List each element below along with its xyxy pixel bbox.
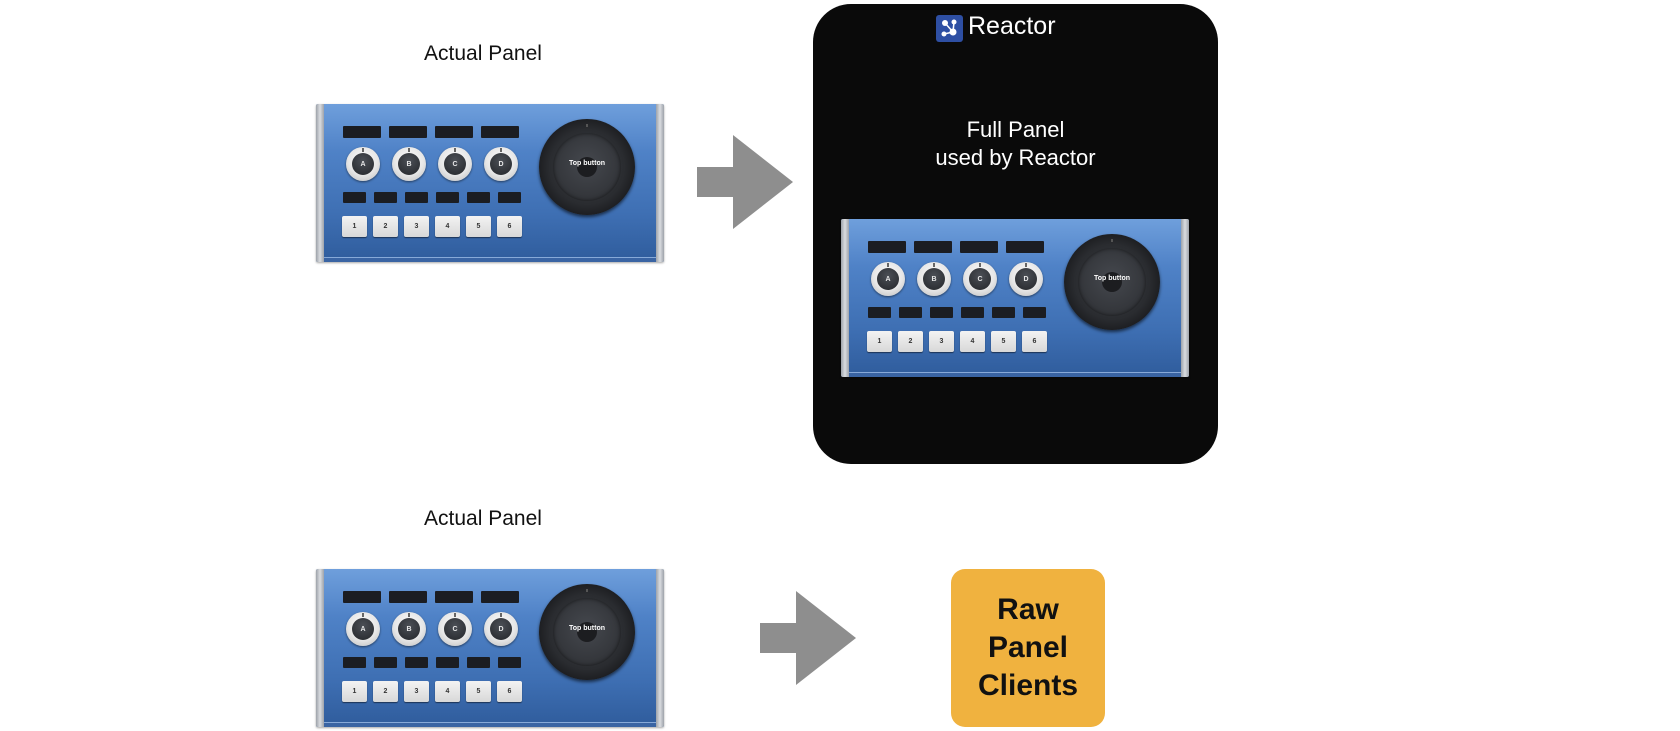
key-3[interactable]: 3 [404, 681, 429, 702]
knob-a[interactable]: A [871, 262, 905, 296]
knob-c-label: C [444, 618, 466, 640]
key-1[interactable]: 1 [342, 216, 367, 237]
display-1 [343, 126, 381, 138]
raw-line-3: Clients [977, 669, 1079, 702]
panel-actual-top: A B C D 1 2 3 4 5 6 Top button [316, 104, 664, 262]
arrow-right-icon-bottom [760, 591, 856, 685]
key-2[interactable]: 2 [373, 681, 398, 702]
small-display-3 [405, 192, 428, 203]
knob-c[interactable]: C [438, 612, 472, 646]
reactor-title: Reactor [968, 12, 1056, 40]
knob-d[interactable]: D [484, 147, 518, 181]
reactor-line-1: Full Panel [966, 117, 1065, 142]
reactor-logo-icon [936, 15, 963, 42]
key-3[interactable]: 3 [404, 216, 429, 237]
knob-d[interactable]: D [1009, 262, 1043, 296]
small-display-2 [899, 307, 922, 318]
key-4[interactable]: 4 [435, 216, 460, 237]
knob-c-label: C [969, 268, 991, 290]
knob-a-label: A [352, 618, 374, 640]
small-display-4 [436, 192, 459, 203]
knob-a[interactable]: A [346, 147, 380, 181]
key-1[interactable]: 1 [342, 681, 367, 702]
jog-wheel[interactable]: Top button [539, 119, 635, 215]
knob-b[interactable]: B [392, 612, 426, 646]
key-2[interactable]: 2 [373, 216, 398, 237]
knob-a-label: A [352, 153, 374, 175]
small-display-4 [961, 307, 984, 318]
panel-actual-bottom: A B C D 1 2 3 4 5 6 Top button [316, 569, 664, 727]
key-6[interactable]: 6 [497, 681, 522, 702]
caption-actual-panel-top: Actual Panel [424, 42, 542, 65]
raw-line-2: Panel [987, 631, 1069, 664]
knob-b-label: B [923, 268, 945, 290]
key-3[interactable]: 3 [929, 331, 954, 352]
key-4[interactable]: 4 [960, 331, 985, 352]
small-display-3 [930, 307, 953, 318]
key-2[interactable]: 2 [898, 331, 923, 352]
display-4 [1006, 241, 1044, 253]
jog-top-button-label: Top button [568, 625, 606, 632]
knob-c[interactable]: C [963, 262, 997, 296]
knob-a-label: A [877, 268, 899, 290]
knob-c-label: C [444, 153, 466, 175]
key-4[interactable]: 4 [435, 681, 460, 702]
raw-line-1: Raw [997, 593, 1059, 626]
key-6[interactable]: 6 [497, 216, 522, 237]
knob-d-label: D [1015, 268, 1037, 290]
display-4 [481, 126, 519, 138]
jog-top-button-label: Top button [568, 160, 606, 167]
display-2 [914, 241, 952, 253]
jog-wheel[interactable]: Top button [539, 584, 635, 680]
small-display-5 [467, 192, 490, 203]
display-3 [435, 126, 473, 138]
small-display-1 [868, 307, 891, 318]
caption-actual-panel-bottom: Actual Panel [424, 507, 542, 530]
display-4 [481, 591, 519, 603]
jog-wheel[interactable]: Top button [1064, 234, 1160, 330]
small-display-5 [992, 307, 1015, 318]
small-display-3 [405, 657, 428, 668]
small-display-6 [498, 657, 521, 668]
small-display-4 [436, 657, 459, 668]
reactor-line-2: used by Reactor [935, 145, 1096, 170]
small-display-6 [1023, 307, 1046, 318]
panel-reactor-full: A B C D 1 2 3 4 5 6 Top button [841, 219, 1189, 377]
knob-b[interactable]: B [392, 147, 426, 181]
small-display-5 [467, 657, 490, 668]
display-1 [343, 591, 381, 603]
jog-top-button-label: Top button [1093, 275, 1131, 282]
key-1[interactable]: 1 [867, 331, 892, 352]
small-display-2 [374, 657, 397, 668]
display-2 [389, 126, 427, 138]
knob-b-label: B [398, 153, 420, 175]
reactor-description: Full Panel used by Reactor [843, 116, 1188, 172]
display-1 [868, 241, 906, 253]
key-5[interactable]: 5 [991, 331, 1016, 352]
key-5[interactable]: 5 [466, 681, 491, 702]
raw-panel-clients-box: Raw Panel Clients [951, 569, 1105, 727]
small-display-1 [343, 657, 366, 668]
key-6[interactable]: 6 [1022, 331, 1047, 352]
display-2 [389, 591, 427, 603]
knob-b[interactable]: B [917, 262, 951, 296]
display-3 [435, 591, 473, 603]
small-display-6 [498, 192, 521, 203]
knob-d-label: D [490, 618, 512, 640]
key-5[interactable]: 5 [466, 216, 491, 237]
small-display-1 [343, 192, 366, 203]
display-3 [960, 241, 998, 253]
knob-d[interactable]: D [484, 612, 518, 646]
knob-a[interactable]: A [346, 612, 380, 646]
knob-d-label: D [490, 153, 512, 175]
knob-b-label: B [398, 618, 420, 640]
arrow-right-icon-top [697, 135, 793, 229]
small-display-2 [374, 192, 397, 203]
knob-c[interactable]: C [438, 147, 472, 181]
